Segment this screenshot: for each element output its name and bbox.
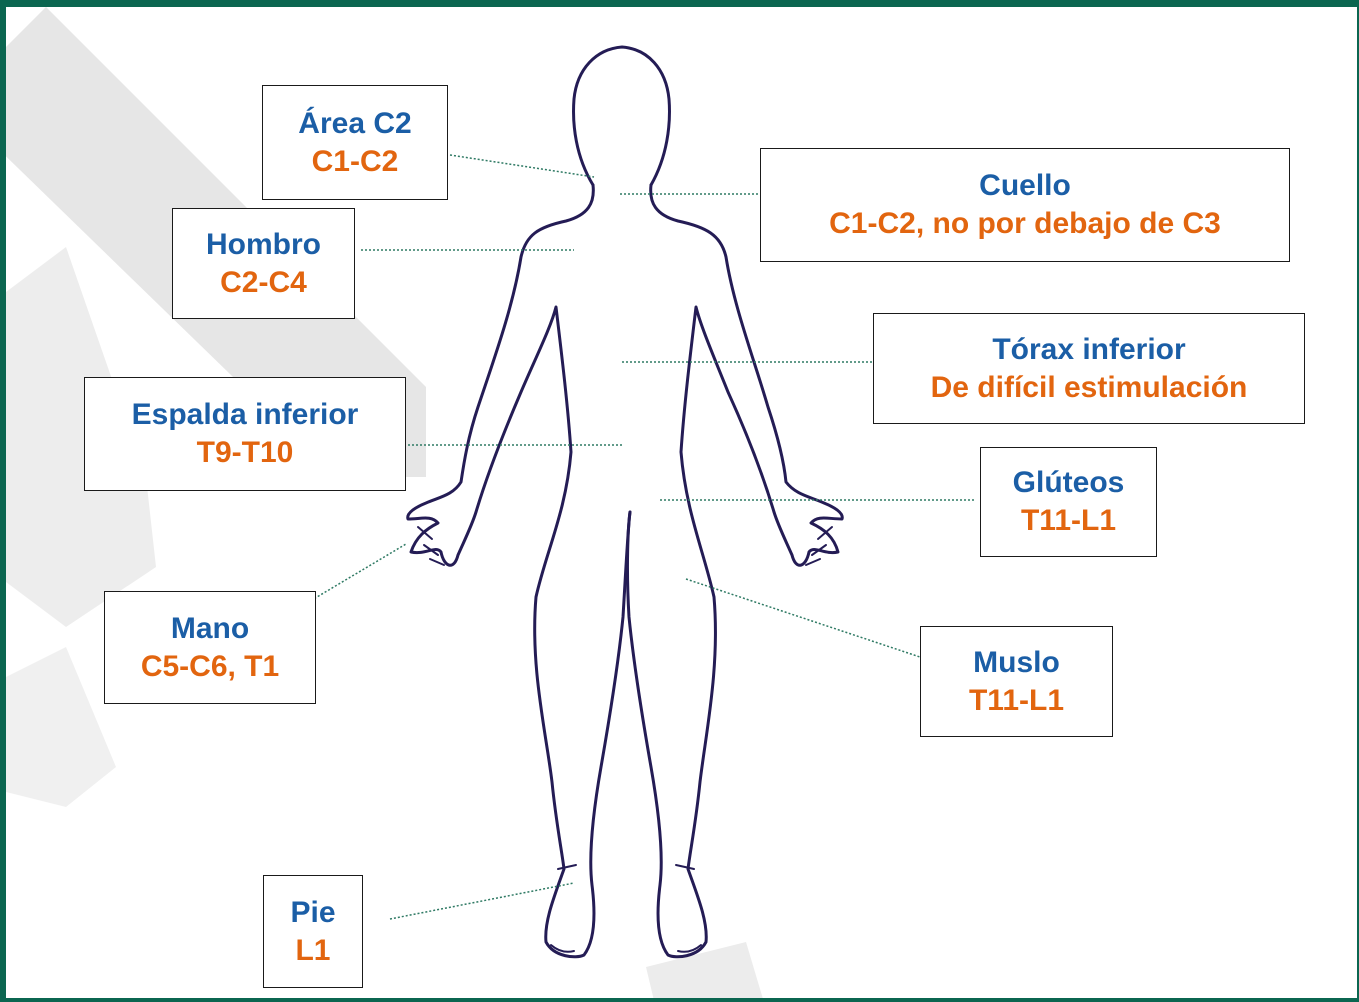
label-torax-inferior: Tórax inferior De difícil estimulación (873, 313, 1305, 424)
region-name: Área C2 (298, 105, 411, 143)
label-mano: Mano C5-C6, T1 (104, 591, 316, 704)
segment-range: C5-C6, T1 (141, 648, 279, 686)
region-name: Tórax inferior (992, 331, 1185, 369)
region-name: Muslo (973, 644, 1060, 682)
label-area-c2: Área C2 C1-C2 (262, 85, 448, 200)
leader-pie (390, 883, 574, 919)
segment-range: T11-L1 (969, 682, 1064, 720)
label-cuello: Cuello C1-C2, no por debajo de C3 (760, 148, 1290, 262)
region-name: Cuello (979, 167, 1071, 205)
label-espalda-inferior: Espalda inferior T9-T10 (84, 377, 406, 491)
segment-range: T9-T10 (197, 434, 294, 472)
segment-range: T11-L1 (1021, 502, 1116, 540)
label-muslo: Muslo T11-L1 (920, 626, 1113, 737)
label-gluteos: Glúteos T11-L1 (980, 447, 1157, 557)
segment-range: C1-C2, no por debajo de C3 (829, 205, 1221, 243)
segment-range: C1-C2 (312, 143, 399, 181)
region-name: Espalda inferior (132, 396, 359, 434)
segment-range: C2-C4 (220, 264, 307, 302)
segment-range: L1 (295, 932, 330, 970)
region-name: Pie (290, 894, 335, 932)
leader-muslo (686, 579, 941, 664)
region-name: Mano (171, 610, 249, 648)
label-hombro: Hombro C2-C4 (172, 208, 355, 319)
region-name: Glúteos (1013, 464, 1125, 502)
label-pie: Pie L1 (263, 875, 363, 988)
leader-area-c2 (450, 155, 594, 177)
region-name: Hombro (206, 226, 321, 264)
segment-range: De difícil estimulación (931, 369, 1248, 407)
